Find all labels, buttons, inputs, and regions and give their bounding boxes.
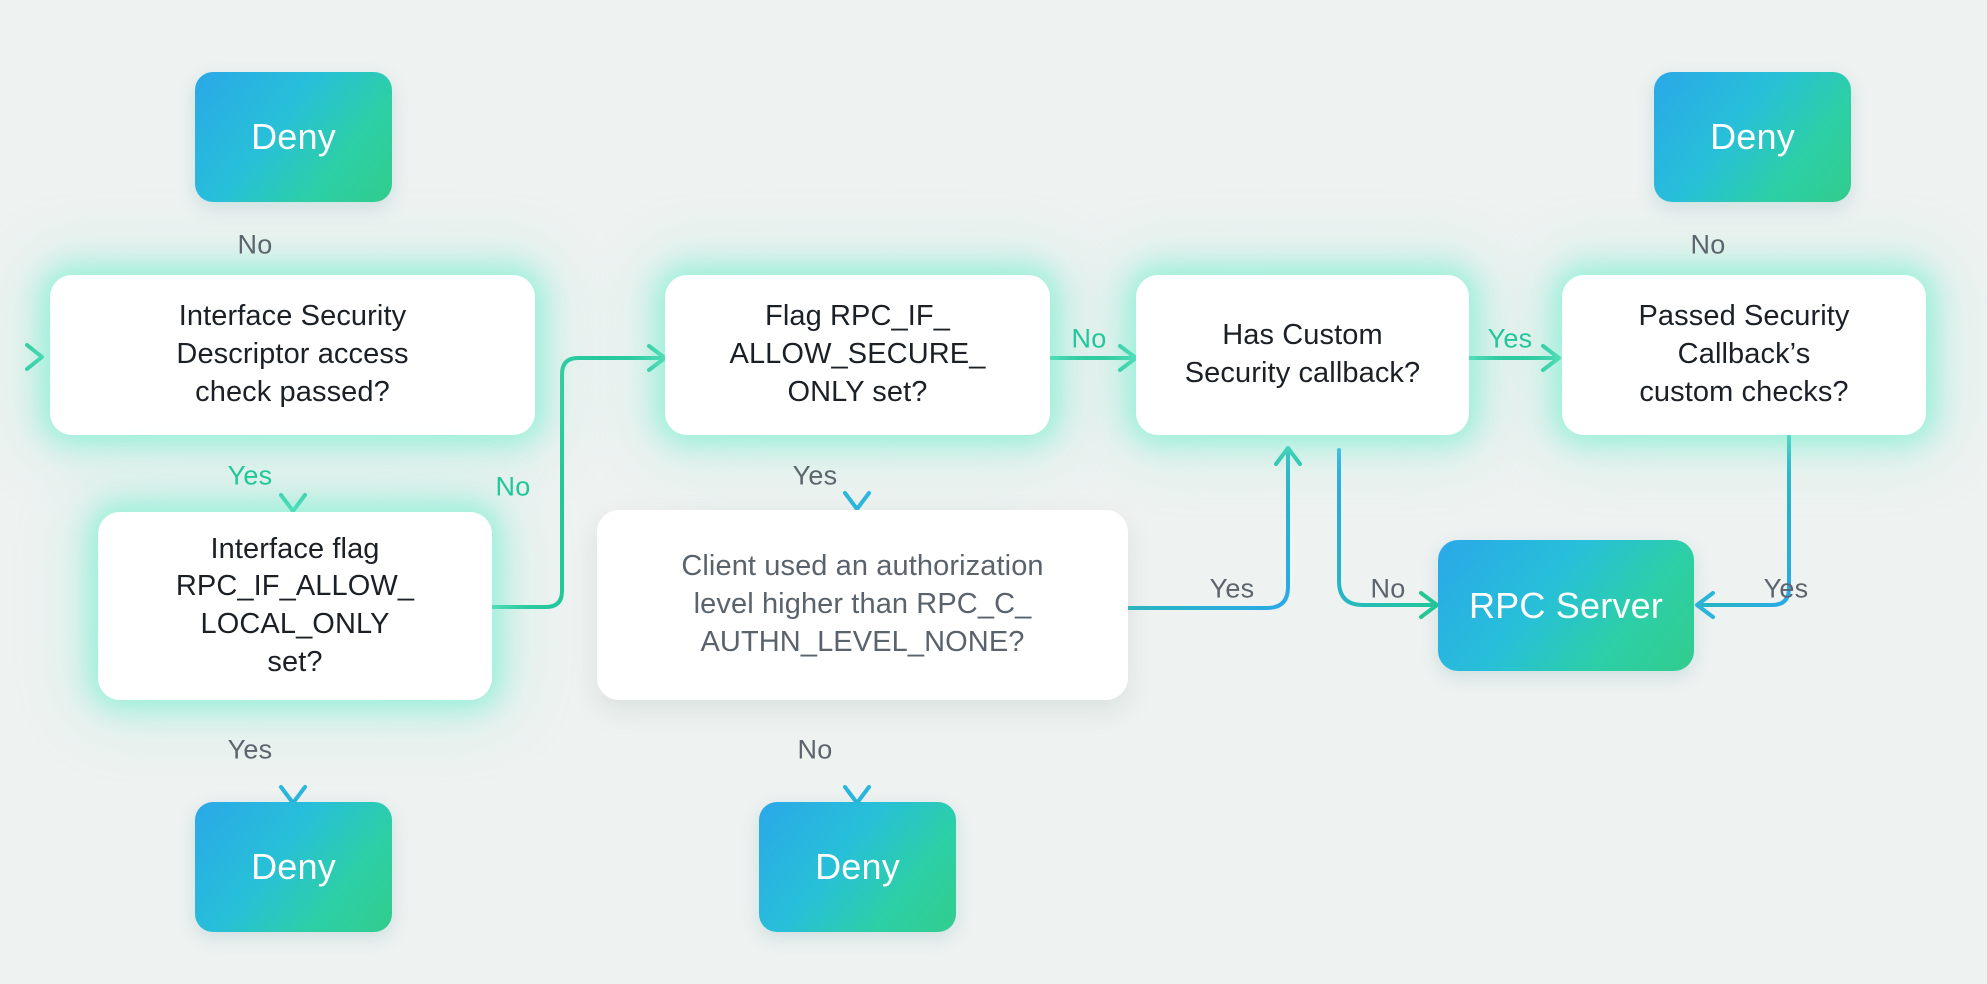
deny-node-top-left[interactable]: Deny	[195, 72, 392, 202]
decision-flag-allow-secure-only[interactable]: Flag RPC_IF_ ALLOW_SECURE_ ONLY set?	[665, 275, 1050, 435]
has-custom-line-2: Security callback?	[1184, 357, 1421, 389]
decision-has-custom-security-callback[interactable]: Has Custom Security callback?	[1136, 275, 1469, 435]
has-custom-line-1: Has Custom	[1222, 319, 1383, 352]
passed-callback-line-2: Callback’s	[1677, 338, 1811, 371]
local-only-line-1: Interface flag	[210, 532, 380, 565]
edge-label-isd-no: No	[237, 229, 273, 260]
deny-node-bottom-middle[interactable]: Deny	[759, 802, 956, 932]
isd-line-1: Interface Security	[178, 300, 407, 333]
edge-label-custom-callback-no: No	[1370, 573, 1406, 604]
decision-client-auth-level[interactable]: Client used an authorization level highe…	[597, 510, 1128, 700]
edge-label-passed-callback-no: No	[1690, 229, 1726, 260]
client-auth-line-1: Client used an authorization	[681, 550, 1044, 583]
local-only-line-4: set?	[267, 645, 323, 678]
client-auth-line-3: AUTHN_LEVEL_NONE?	[700, 625, 1025, 658]
edge-label-client-auth-yes: Yes	[1209, 573, 1255, 604]
edge-label-custom-callback-yes: Yes	[1487, 323, 1533, 354]
passed-callback-line-3: custom checks?	[1639, 375, 1849, 408]
edge-label-passed-callback-yes: Yes	[1763, 573, 1809, 604]
decision-passed-security-callback[interactable]: Passed Security Callback’s custom checks…	[1562, 275, 1926, 435]
edge-label-secure-only-no: No	[1071, 323, 1107, 354]
rpc-server-node[interactable]: RPC Server	[1438, 540, 1694, 671]
edge-label-client-auth-no: No	[797, 734, 833, 765]
edge-label-local-only-no: No	[495, 471, 531, 502]
client-auth-line-2: level higher than RPC_C_	[693, 588, 1032, 621]
local-only-line-3: LOCAL_ONLY	[200, 608, 390, 640]
decision-interface-flag-local-only[interactable]: Interface flag RPC_IF_ALLOW_ LOCAL_ONLY …	[98, 512, 492, 700]
deny-node-bottom-left-label: Deny	[251, 846, 336, 887]
secure-only-line-3: ONLY set?	[787, 375, 928, 408]
isd-line-3: check passed?	[195, 375, 390, 408]
secure-only-line-1: Flag RPC_IF_	[765, 300, 950, 333]
edge-label-secure-only-yes: Yes	[792, 460, 838, 491]
secure-only-line-2: ALLOW_SECURE_	[729, 338, 986, 371]
isd-line-2: Descriptor access	[176, 338, 409, 371]
edge-label-local-only-yes: Yes	[227, 734, 273, 765]
decision-interface-security-descriptor[interactable]: Interface Security Descriptor access che…	[50, 275, 535, 435]
deny-node-bottom-left[interactable]: Deny	[195, 802, 392, 932]
deny-node-top-right[interactable]: Deny	[1654, 72, 1851, 202]
deny-node-top-right-label: Deny	[1710, 116, 1795, 157]
edge-label-isd-yes: Yes	[227, 460, 273, 491]
rpc-server-label: RPC Server	[1468, 584, 1664, 626]
passed-callback-line-1: Passed Security	[1638, 300, 1850, 333]
local-only-line-2: RPC_IF_ALLOW_	[175, 570, 415, 603]
deny-node-top-left-label: Deny	[251, 116, 336, 157]
deny-node-bottom-middle-label: Deny	[815, 846, 900, 887]
